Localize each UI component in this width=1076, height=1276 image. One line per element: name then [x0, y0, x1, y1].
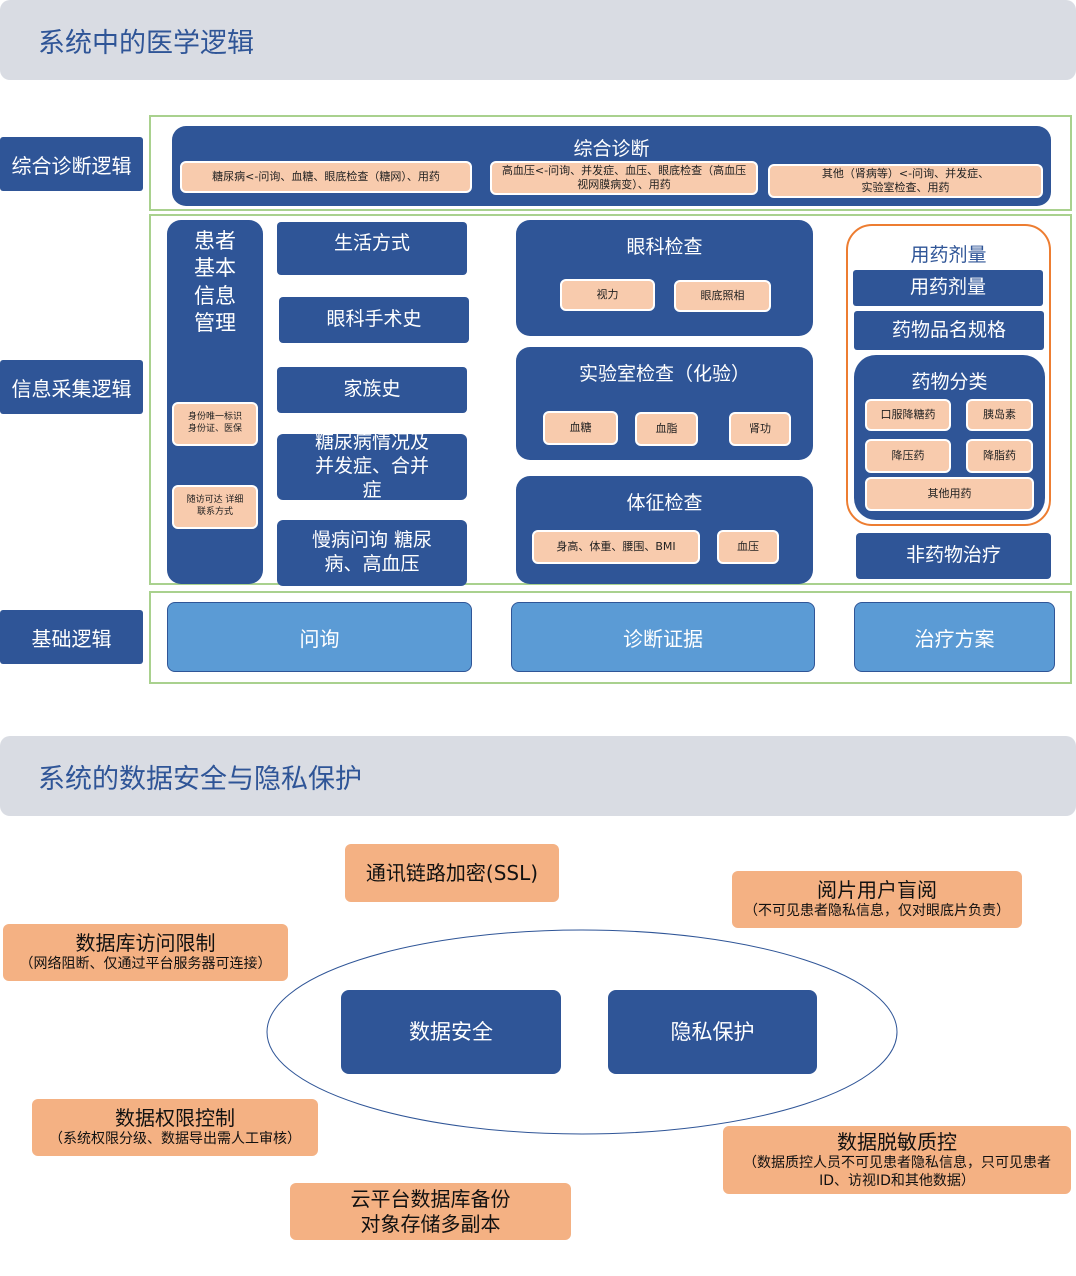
diagnosis-area [149, 115, 1072, 211]
history-family: 家族史 [277, 367, 467, 413]
drug-class-title: 药物分类 [911, 371, 988, 393]
history-diabetes: 糖尿病情况及 并发症、合并症 [277, 431, 467, 501]
patient-id: 身份唯一标识 身份证、医保 [172, 402, 258, 446]
history-eye-surgery: 眼科手术史 [279, 297, 469, 343]
diagnosis-hypertension: 高血压<-问询、并发症、血压、眼底检查（高血压视网膜病变）、用药 [490, 161, 758, 195]
drug-group: 用药剂量 [846, 224, 1051, 526]
security-ellipse [266, 929, 898, 1135]
base-area [149, 591, 1072, 684]
section-title: 系统的数据安全与隐私保护 [38, 763, 362, 795]
ssl-box: 通讯链路加密(SSL) [345, 844, 559, 902]
box-title: 通讯链路加密(SSL) [365, 860, 539, 885]
box-title: 云平台数据库备份 对象存储多副本 [350, 1186, 511, 1236]
base-evidence: 诊断证据 [511, 602, 815, 672]
lab-lipid: 血脂 [635, 412, 698, 446]
backup-box: 云平台数据库备份 对象存储多副本 [290, 1183, 571, 1240]
diagnosis-title: 综合诊断 [573, 138, 650, 160]
drug-oral: 口服降糖药 [865, 399, 951, 431]
box-title: 阅片用户盲阅 [817, 878, 937, 903]
db-access-box: 数据库访问限制（网络阻断、仅通过平台服务器可连接） [3, 924, 288, 981]
section-title: 系统中的医学逻辑 [38, 27, 254, 59]
non-drug-therapy: 非药物治疗 [856, 533, 1051, 579]
label-base-logic: 基础逻辑 [0, 610, 143, 664]
history-lifestyle: 生活方式 [277, 222, 467, 275]
eye-exam: 眼科检查 [516, 220, 813, 336]
data-security: 数据安全 [341, 990, 561, 1074]
eye-title: 眼科检查 [626, 236, 703, 258]
desensitize-box: 数据脱敏质控（数据质控人员不可见患者隐私信息，只可见患者ID、访视ID和其他数据… [723, 1126, 1071, 1194]
box-sub: （系统权限分级、数据导出需人工审核） [49, 1131, 301, 1148]
base-inquiry: 问询 [167, 602, 472, 672]
vital-body: 身高、体重、腰围、BMI [532, 530, 700, 564]
drug-spec: 药物品名规格 [854, 311, 1044, 350]
box-sub: （数据质控人员不可见患者隐私信息，只可见患者ID、访视ID和其他数据） [743, 1155, 1051, 1189]
drug-dose: 用药剂量 [853, 270, 1043, 306]
collect-area [149, 214, 1072, 585]
section-header-security: 系统的数据安全与隐私保护 [0, 736, 1076, 816]
privacy-protection: 隐私保护 [608, 990, 817, 1074]
eye-vision: 视力 [560, 279, 655, 311]
blind-read-box: 阅片用户盲阅（不可见患者隐私信息，仅对眼底片负责） [732, 871, 1022, 928]
drug-bp: 降压药 [865, 439, 951, 473]
diagnosis-other: 其他（肾病等）<-问询、并发症、实验室检查、用药 [768, 164, 1043, 198]
vital-bp: 血压 [717, 530, 779, 564]
box-title: 数据脱敏质控 [837, 1130, 957, 1154]
box-title: 数据库访问限制 [75, 931, 216, 956]
diagnosis-diabetes: 糖尿病<-问询、血糖、眼底检查（糖网）、用药 [180, 161, 472, 193]
box-sub: （不可见患者隐私信息，仅对眼底片负责） [744, 903, 1010, 920]
drug-other: 其他用药 [865, 477, 1034, 511]
lab-glucose: 血糖 [543, 411, 618, 445]
permission-box: 数据权限控制（系统权限分级、数据导出需人工审核） [32, 1099, 318, 1156]
base-treatment: 治疗方案 [854, 602, 1055, 672]
section-header-medical-logic: 系统中的医学逻辑 [0, 0, 1076, 80]
label-diagnosis-logic: 综合诊断逻辑 [0, 137, 143, 191]
label-collect-logic: 信息采集逻辑 [0, 360, 143, 414]
drug-insulin: 胰岛素 [966, 399, 1033, 431]
lab-title: 实验室检查（化验） [578, 363, 750, 385]
patient-contact: 随访可达 详细联系方式 [172, 485, 258, 529]
eye-fundus: 眼底照相 [674, 280, 771, 312]
vital-title: 体征检查 [626, 492, 703, 514]
patient-title: 患者基本信息管理 [194, 229, 236, 335]
box-title: 数据权限控制 [115, 1106, 235, 1131]
box-sub: （网络阻断、仅通过平台服务器可连接） [19, 956, 272, 973]
drug-group-title: 用药剂量 [910, 244, 987, 266]
drug-lipid: 降脂药 [966, 439, 1033, 473]
history-chronic: 慢病问询 糖尿病、高血压 [277, 520, 467, 586]
lab-kidney: 肾功 [729, 412, 791, 446]
